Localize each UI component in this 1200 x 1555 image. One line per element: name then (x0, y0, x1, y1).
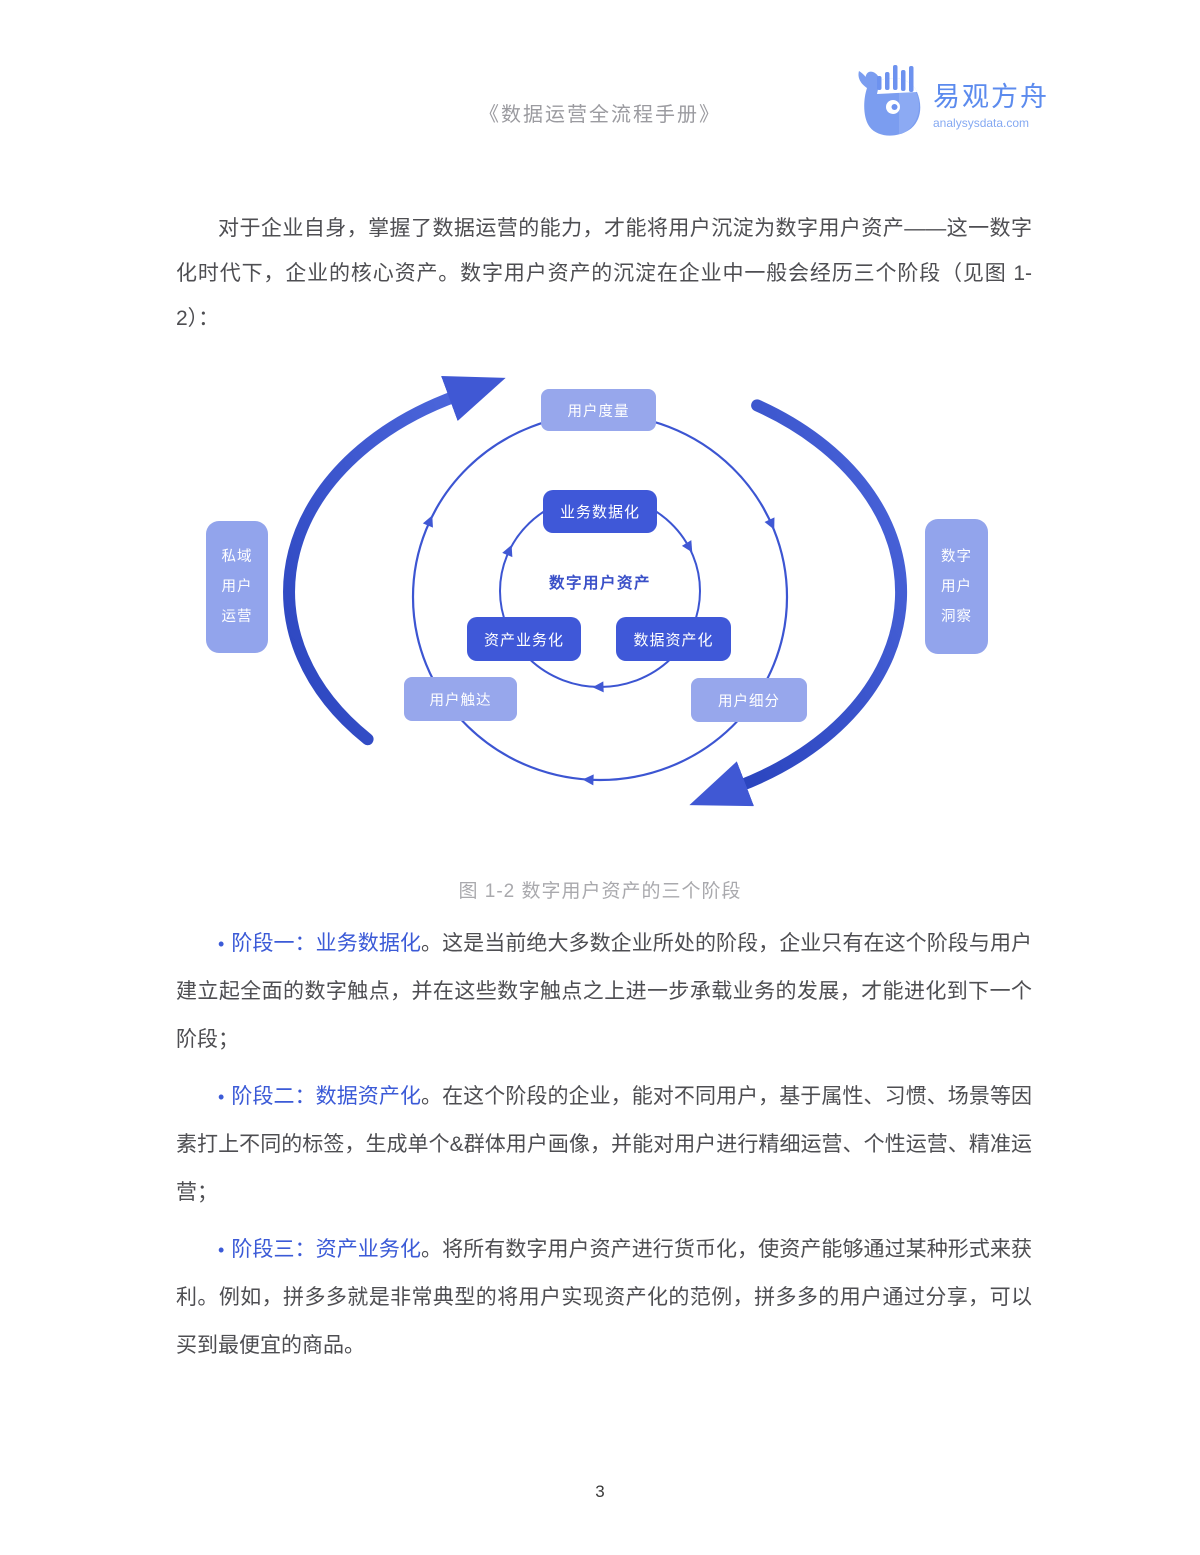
diagram-center-label: 数字用户资产 (548, 575, 651, 592)
doc-title: 《数据运营全流程手册》 (479, 104, 721, 126)
stage-3-lead: 阶段三：资产业务化 (231, 1238, 422, 1261)
outer-cycle-arc-left (283, 375, 506, 746)
node-private-domain-user-operation: 私域 用户 运营 (206, 521, 268, 653)
node-data-assetization: 数据资产化 (616, 617, 731, 661)
stage-paragraph-1: • 阶段一：业务数据化。这是当前绝大多数企业所处的阶段，企业只有在这个阶段与用户建… (176, 920, 1032, 1064)
stage-2-body: 。在这个阶段的企业，能对不同用户，基于属性、习惯、场景等因素打上不同的标签，生成… (176, 1085, 1033, 1204)
node-user-measurement: 用户度量 (541, 389, 656, 431)
intro-paragraph: 对于企业自身，掌握了数据运营的能力，才能将用户沉淀为数字用户资产——这一数字化时… (176, 217, 1032, 330)
bullet-icon: • (218, 1087, 225, 1107)
stage-1-lead: 阶段一：业务数据化 (231, 932, 422, 955)
stage-list: • 阶段一：业务数据化。这是当前绝大多数企业所处的阶段，企业只有在这个阶段与用户建… (176, 920, 1032, 1379)
node-business-datafication: 业务数据化 (543, 490, 657, 533)
node-user-reach: 用户触达 (404, 677, 517, 721)
brand-name: 易观方舟 (933, 81, 1049, 112)
figure-1-2-diagram: 用户度量 业务数据化 数字用户资产 资产业务化 数据资产化 用户触达 用户细分 … (180, 368, 1020, 840)
bar-chart-glyph (877, 65, 914, 92)
node-digital-user-insight: 数字 用户 洞察 (925, 519, 988, 654)
stage-paragraph-2: • 阶段二：数据资产化。在这个阶段的企业，能对不同用户，基于属性、习惯、场景等因素… (176, 1073, 1032, 1217)
middle-ring-arrowheads (422, 515, 775, 786)
middle-cycle-ring (411, 412, 789, 782)
bullet-icon: • (218, 934, 225, 954)
brand-domain: analysysdata.com (933, 115, 1030, 130)
brand-logo: 易观方舟 analysysdata.com (853, 62, 1049, 142)
stage-1-body: 。这是当前绝大多数企业所处的阶段，企业只有在这个阶段与用户建立起全面的数字触点，… (176, 932, 1033, 1051)
stage-2-lead: 阶段二：数据资产化 (231, 1085, 422, 1108)
cycle-rings-graphic (283, 375, 908, 807)
inner-ring-arrowheads (502, 540, 693, 693)
whale-chart-logo-icon (858, 65, 921, 136)
stage-3-body: 。将所有数字用户资产进行货币化，使资产能够通过某种形式来获利。例如，拼多多就是非… (176, 1238, 1033, 1357)
node-user-segmentation: 用户细分 (691, 678, 807, 722)
page-number: 3 (595, 1482, 605, 1501)
bullet-icon: • (218, 1240, 225, 1260)
outer-cycle-arc-right (689, 399, 908, 807)
figure-caption: 图 1-2 数字用户资产的三个阶段 (458, 881, 742, 902)
stage-paragraph-3: • 阶段三：资产业务化。将所有数字用户资产进行货币化，使资产能够通过某种形式来获利… (176, 1226, 1032, 1370)
node-asset-business: 资产业务化 (467, 617, 581, 661)
